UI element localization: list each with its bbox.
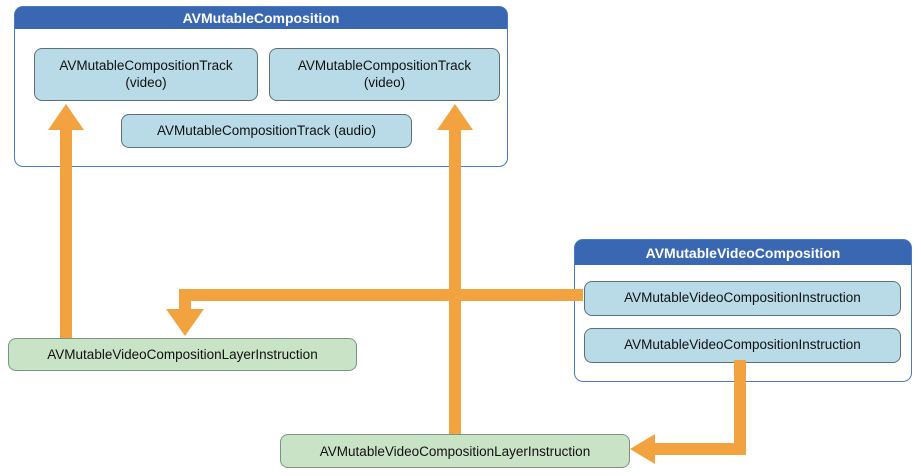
track-sublabel: (video)	[125, 74, 167, 90]
track-sublabel: (video)	[363, 74, 406, 90]
avmutablecomposition-container: AVMutableComposition AVMutableCompositio…	[14, 6, 508, 167]
instruction-label: AVMutableVideoCompositionInstruction	[624, 337, 861, 353]
composition-track-audio: AVMutableCompositionTrack (audio)	[121, 114, 412, 148]
track-label: AVMutableCompositionTrack	[59, 57, 233, 73]
arrow-up-icon	[437, 104, 473, 130]
composition-track-video-1: AVMutableCompositionTrack (video)	[34, 48, 258, 101]
video-composition-instruction-2: AVMutableVideoCompositionInstruction	[584, 328, 901, 363]
track-label: AVMutableCompositionTrack (audio)	[156, 122, 377, 138]
layer-instruction-left: AVMutableVideoCompositionLayerInstructio…	[8, 338, 357, 371]
composition-track-video-2: AVMutableCompositionTrack (video)	[269, 48, 500, 101]
arrow-instruction2-to-layerbottom-vline	[734, 360, 746, 455]
arrow-down-icon	[166, 309, 204, 336]
instruction-label: AVMutableVideoCompositionInstruction	[624, 290, 861, 306]
arrow-instruction1-to-layerleft-hline	[179, 289, 583, 301]
track-label: AVMutableCompositionTrack	[297, 57, 472, 73]
arrow-layerbottom-to-track2-line	[449, 128, 461, 434]
avmutablevideocomposition-title: AVMutableVideoComposition	[575, 240, 911, 265]
arrow-left-icon	[630, 434, 655, 464]
arrow-instruction2-to-layerbottom-hline	[653, 443, 746, 455]
layer-instruction-label: AVMutableVideoCompositionLayerInstructio…	[47, 347, 318, 362]
layer-instruction-bottom: AVMutableVideoCompositionLayerInstructio…	[280, 434, 630, 468]
arrow-layerleft-to-track1-line	[60, 128, 72, 338]
arrow-up-icon	[48, 104, 84, 130]
layer-instruction-label: AVMutableVideoCompositionLayerInstructio…	[319, 443, 591, 459]
avmutablecomposition-title: AVMutableComposition	[15, 7, 507, 29]
avmutablevideocomposition-container: AVMutableVideoComposition AVMutableVideo…	[574, 239, 912, 382]
arrow-instruction1-to-layerleft-vline	[179, 289, 191, 310]
video-composition-instruction-1: AVMutableVideoCompositionInstruction	[584, 281, 901, 316]
